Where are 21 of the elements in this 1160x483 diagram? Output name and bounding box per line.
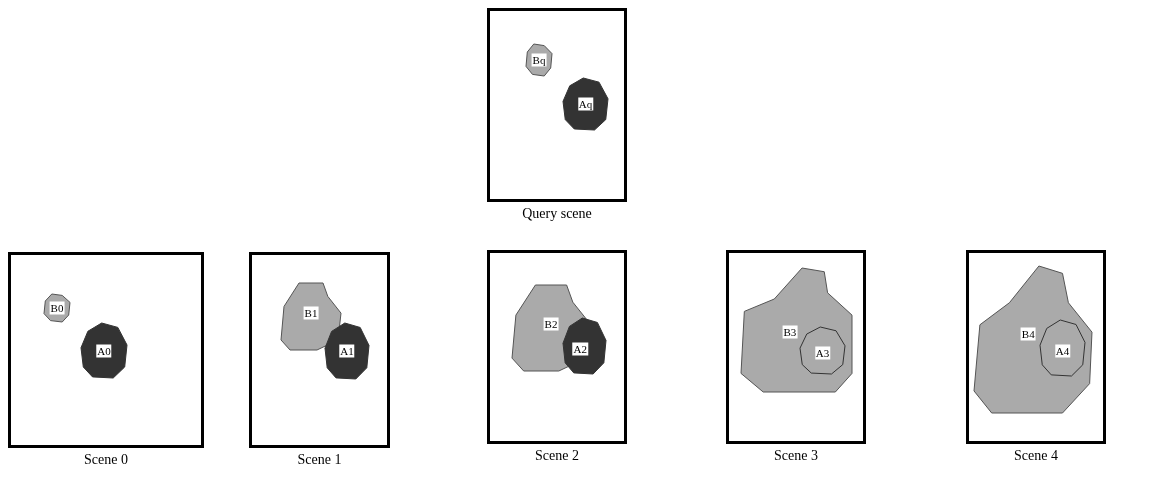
region-label: A0 [96, 344, 112, 357]
region-label: B0 [49, 301, 65, 315]
scene-frame [487, 250, 627, 444]
region-label: B1 [303, 306, 319, 320]
scene-caption: Scene 2 [535, 448, 579, 464]
scene-frame [249, 252, 390, 448]
scene-caption: Scene 0 [84, 452, 128, 468]
region-label: B4 [1020, 327, 1036, 341]
region-label: B3 [782, 325, 798, 339]
region-label: A2 [572, 342, 588, 356]
region-label: B2 [543, 317, 559, 331]
scene-caption: Scene 4 [1014, 448, 1058, 464]
scene-frame [8, 252, 204, 448]
scene-caption: Query scene [522, 206, 592, 222]
region-label: Bq [531, 53, 547, 67]
region-label: A1 [339, 344, 355, 358]
scene-caption: Scene 3 [774, 448, 818, 464]
scene-frame [487, 8, 627, 202]
scene-frame [966, 250, 1106, 444]
scene-frame [726, 250, 866, 444]
scene-caption: Scene 1 [297, 452, 342, 468]
